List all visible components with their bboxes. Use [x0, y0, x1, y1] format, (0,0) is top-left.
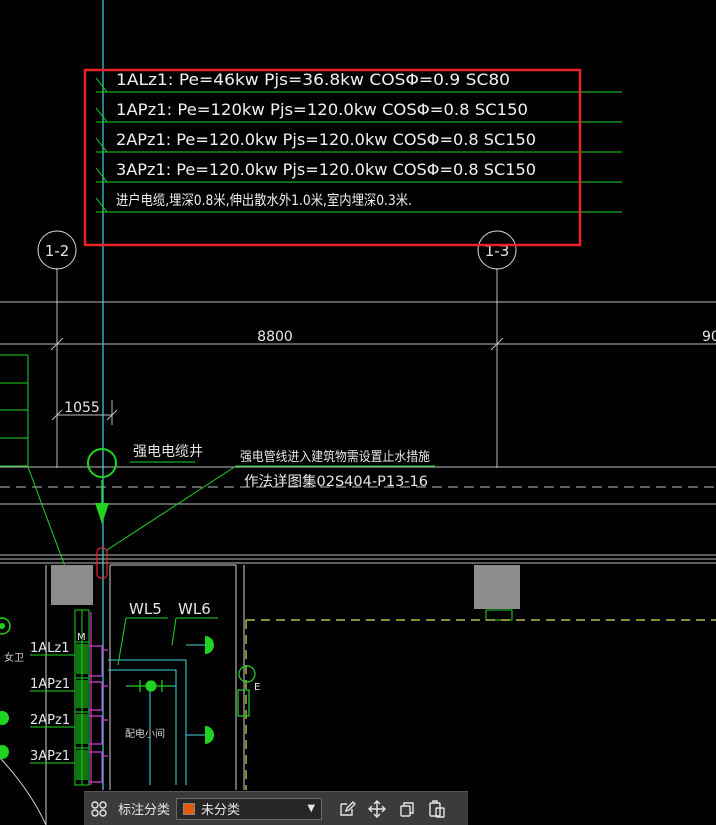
light-fixture-icon[interactable] [130, 680, 172, 692]
highlight-box [83, 68, 582, 247]
panel-marker-m: M [77, 632, 86, 643]
chevron-down-icon: ▼ [307, 803, 316, 814]
exit-sign-icon[interactable] [485, 609, 513, 621]
arrow-head-icon [95, 503, 109, 524]
panel-hatch-2[interactable] [76, 680, 88, 708]
axis-label-left: 1-2 [45, 242, 70, 260]
annotation-toolbar: 标注分类 未分类 ▼ [84, 791, 468, 825]
wall-lines [0, 301, 716, 564]
dimension-1055: 1055 [64, 400, 100, 416]
circuit-wl5: WL5 [129, 600, 162, 618]
wall-lamp-icon-bottom[interactable] [205, 726, 214, 744]
axis-bubble-1-2[interactable]: 1-2 [37, 230, 77, 270]
annotation-line-1: 1ALz1: Pe=46kw Pjs=36.8kw COSΦ=0.9 SC80 [116, 70, 510, 89]
left-symbol-icon-2[interactable] [0, 623, 5, 629]
cable-well-label: 强电电缆井 [133, 444, 203, 460]
magenta-wiring [89, 612, 108, 785]
cyan-wiring [108, 644, 212, 785]
axis-label-right: 1-3 [485, 242, 510, 260]
panel-label-2apz1[interactable]: 2APz1 [30, 713, 70, 728]
left-symbol-icon-1[interactable] [0, 617, 11, 635]
side-room-label: 女卫 [4, 651, 24, 664]
circuit-leaders [30, 617, 218, 764]
outlet-box-icon[interactable] [237, 689, 250, 717]
equipment-block-left[interactable] [51, 565, 93, 605]
room-label: 配电小间 [125, 727, 165, 740]
note-leader-line [106, 465, 237, 551]
outlet-circle-icon[interactable] [238, 665, 256, 683]
axis-lines [56, 268, 498, 335]
category-dropdown[interactable]: 未分类 ▼ [176, 797, 323, 820]
panel-label-1alz1[interactable]: 1ALz1 [30, 641, 70, 656]
note-reference: 作法详图集02S404-P13-16 [244, 473, 428, 490]
dimension-lines [0, 335, 716, 468]
annotation-line-5: 进户电缆,埋深0.8米,伸出散水外1.0米,室内埋深0.3米. [116, 192, 412, 209]
panel-label-3apz1[interactable]: 3APz1 [30, 749, 70, 764]
circuit-wl6: WL6 [178, 600, 211, 618]
panel-hatch-1[interactable] [76, 644, 88, 674]
annotation-line-2: 1APz1: Pe=120kw Pjs=120.0kw COSΦ=0.8 SC1… [116, 100, 528, 119]
outlet-marker-e: E [254, 682, 260, 693]
dashed-boundary [245, 619, 716, 790]
category-color-swatch [183, 802, 196, 815]
cable-well-symbol[interactable] [87, 448, 117, 478]
axis-bubble-1-3[interactable]: 1-3 [477, 230, 517, 270]
edit-icon[interactable] [332, 794, 362, 824]
category-label: 标注分类 [118, 802, 171, 817]
annotation-line-3: 2APz1: Pe=120.0kw Pjs=120.0kw COSΦ=0.8 S… [116, 130, 536, 149]
annotation-leader-lines [95, 77, 622, 213]
left-ladder [0, 354, 71, 581]
annotation-line-4: 3APz1: Pe=120.0kw Pjs=120.0kw COSΦ=0.8 S… [116, 160, 536, 179]
left-symbol-icon-4[interactable] [0, 745, 9, 759]
left-symbol-icon-3[interactable] [0, 711, 9, 725]
grid-icon[interactable] [84, 794, 114, 824]
panel-hatch-4[interactable] [76, 750, 88, 780]
panel-label-1apz1[interactable]: 1APz1 [30, 677, 70, 692]
paste-icon[interactable] [422, 794, 452, 824]
dimension-90-partial: 90 [702, 329, 716, 345]
wall-lamp-icon-top[interactable] [205, 636, 214, 654]
equipment-block-right[interactable] [474, 565, 520, 609]
sleeve-pipe[interactable] [96, 547, 108, 579]
copy-icon[interactable] [392, 794, 422, 824]
annotation-text-block[interactable]: 1ALz1: Pe=46kw Pjs=36.8kw COSΦ=0.9 SC80 … [116, 70, 536, 209]
room-walls [0, 564, 245, 825]
note-waterproof: 强电管线进入建筑物需设置止水措施 [240, 449, 430, 465]
category-value: 未分类 [201, 802, 241, 817]
dimension-8800: 8800 [257, 329, 293, 345]
move-icon[interactable] [362, 794, 392, 824]
panel-hatch-3[interactable] [76, 714, 88, 744]
